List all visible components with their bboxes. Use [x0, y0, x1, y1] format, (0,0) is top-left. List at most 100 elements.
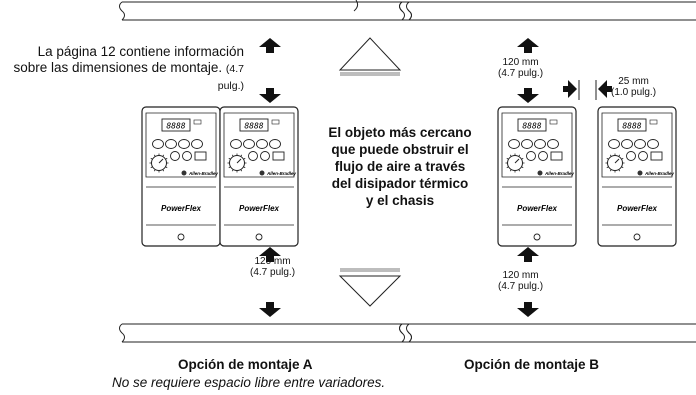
break-mark: [119, 1, 125, 21]
display-digits: 8888: [522, 122, 541, 131]
dial-tick: [150, 166, 153, 169]
dial-tick: [231, 169, 234, 172]
clearance-arrows: [259, 38, 612, 317]
arrow-up: [259, 38, 281, 53]
dial-pointer: [514, 158, 520, 164]
status-led: [549, 119, 558, 125]
dial-tick: [165, 166, 168, 169]
keypad-button: [260, 151, 270, 161]
display-window: [617, 118, 647, 132]
dial-tick: [231, 154, 234, 157]
clearance-in: (4.7 pulg.): [498, 281, 544, 292]
keypad-button: [626, 151, 636, 161]
dial-tick: [606, 166, 609, 169]
status-led: [649, 119, 658, 125]
note-line: y el chasis: [365, 193, 435, 208]
upper-object-shade: [340, 72, 400, 76]
dial-tick: [240, 169, 243, 172]
option-a-title: Opción de montaje A: [178, 357, 313, 372]
arrow-right: [563, 80, 577, 98]
mounting-hole: [633, 233, 641, 241]
arrow-down: [517, 88, 539, 103]
note-line: El objeto más cercano: [328, 125, 472, 140]
status-led: [193, 119, 202, 125]
arrow-left: [598, 80, 612, 98]
option-a-note: No se requiere espacio libre entre varia…: [112, 375, 386, 390]
keypad-button: [191, 139, 203, 149]
arrow-shape: [517, 247, 539, 262]
maker-name: Allen-Bradley: [188, 171, 219, 176]
brand-name: PowerFlex: [617, 204, 658, 213]
maker-logo: [259, 170, 265, 176]
note-line: flujo de aire a través: [334, 159, 466, 174]
note-line: que puede obstruir el: [331, 142, 469, 157]
arrow-shape: [517, 302, 539, 317]
keypad-button: [194, 151, 207, 161]
break-gap: [403, 3, 408, 19]
bottom-mounting-surface: [119, 323, 696, 343]
arrow-shape: [259, 38, 281, 53]
option-a-bottom-clearance: 120 mm (4.7 pulg.): [250, 256, 295, 278]
arrow-shape: [517, 88, 539, 103]
clearance-mm: 120 mm: [254, 256, 291, 267]
brand-name: PowerFlex: [517, 204, 558, 213]
dial-tick: [618, 169, 621, 172]
clearance-mm: 120 mm: [502, 270, 539, 281]
dial-tick: [518, 154, 521, 157]
dial-tick: [521, 157, 524, 160]
keypad-button: [647, 139, 659, 149]
dial-pointer: [236, 158, 242, 164]
arrow-shape: [517, 38, 539, 53]
brand-name: PowerFlex: [239, 204, 280, 213]
maker-name: Allen-Bradley: [544, 171, 575, 176]
side-clearance-mm: 25 mm: [618, 76, 649, 87]
display-digits: 8888: [622, 122, 641, 131]
mounting-hole: [255, 233, 263, 241]
option-b-side-clearance: 25 mm (1.0 pulg.): [611, 76, 656, 98]
keypad-button: [634, 139, 646, 149]
dial-tick: [162, 154, 165, 157]
break-mark: [399, 1, 405, 21]
dial-tick: [243, 166, 246, 169]
dial-pointer: [614, 158, 620, 164]
keypad-button: [621, 139, 633, 149]
airflow-triangles: [338, 37, 402, 307]
keypad-button: [526, 151, 536, 161]
side-clearance-in: (1.0 pulg.): [611, 87, 657, 98]
keypad-button: [182, 151, 192, 161]
upper-object-triangle: [338, 37, 402, 71]
dial-tick: [150, 157, 153, 160]
maker-name: Allen-Bradley: [266, 171, 297, 176]
dial-tick: [621, 166, 624, 169]
keypad-button: [230, 139, 242, 149]
maker-name: Allen-Bradley: [644, 171, 675, 176]
drive-units: 8888Allen-BradleyPowerFlex8888Allen-Brad…: [141, 106, 677, 247]
keypad-button: [248, 151, 258, 161]
keypad-button: [256, 139, 268, 149]
dial-tick: [621, 157, 624, 160]
clearance-in: (4.7 pulg.): [250, 267, 296, 278]
arrow-shape: [563, 80, 577, 98]
maker-logo: [537, 170, 543, 176]
break-mark: [119, 323, 125, 343]
lower-object-triangle: [338, 275, 402, 307]
arrow-down: [259, 302, 281, 317]
option-b-top-clearance: 120 mm (4.7 pulg.): [498, 57, 543, 79]
lower-object-shade: [340, 268, 400, 272]
keypad-button: [534, 139, 546, 149]
note-line: del disipador térmico: [331, 176, 469, 191]
display-digits: 8888: [244, 122, 263, 131]
arrow-up: [517, 38, 539, 53]
arrow-shape: [598, 80, 612, 98]
dial-tick: [240, 154, 243, 157]
keypad-button: [638, 151, 648, 161]
arrow-shape: [259, 88, 281, 103]
dial-tick: [153, 169, 156, 172]
dial-tick: [162, 169, 165, 172]
arrow-up: [517, 247, 539, 262]
